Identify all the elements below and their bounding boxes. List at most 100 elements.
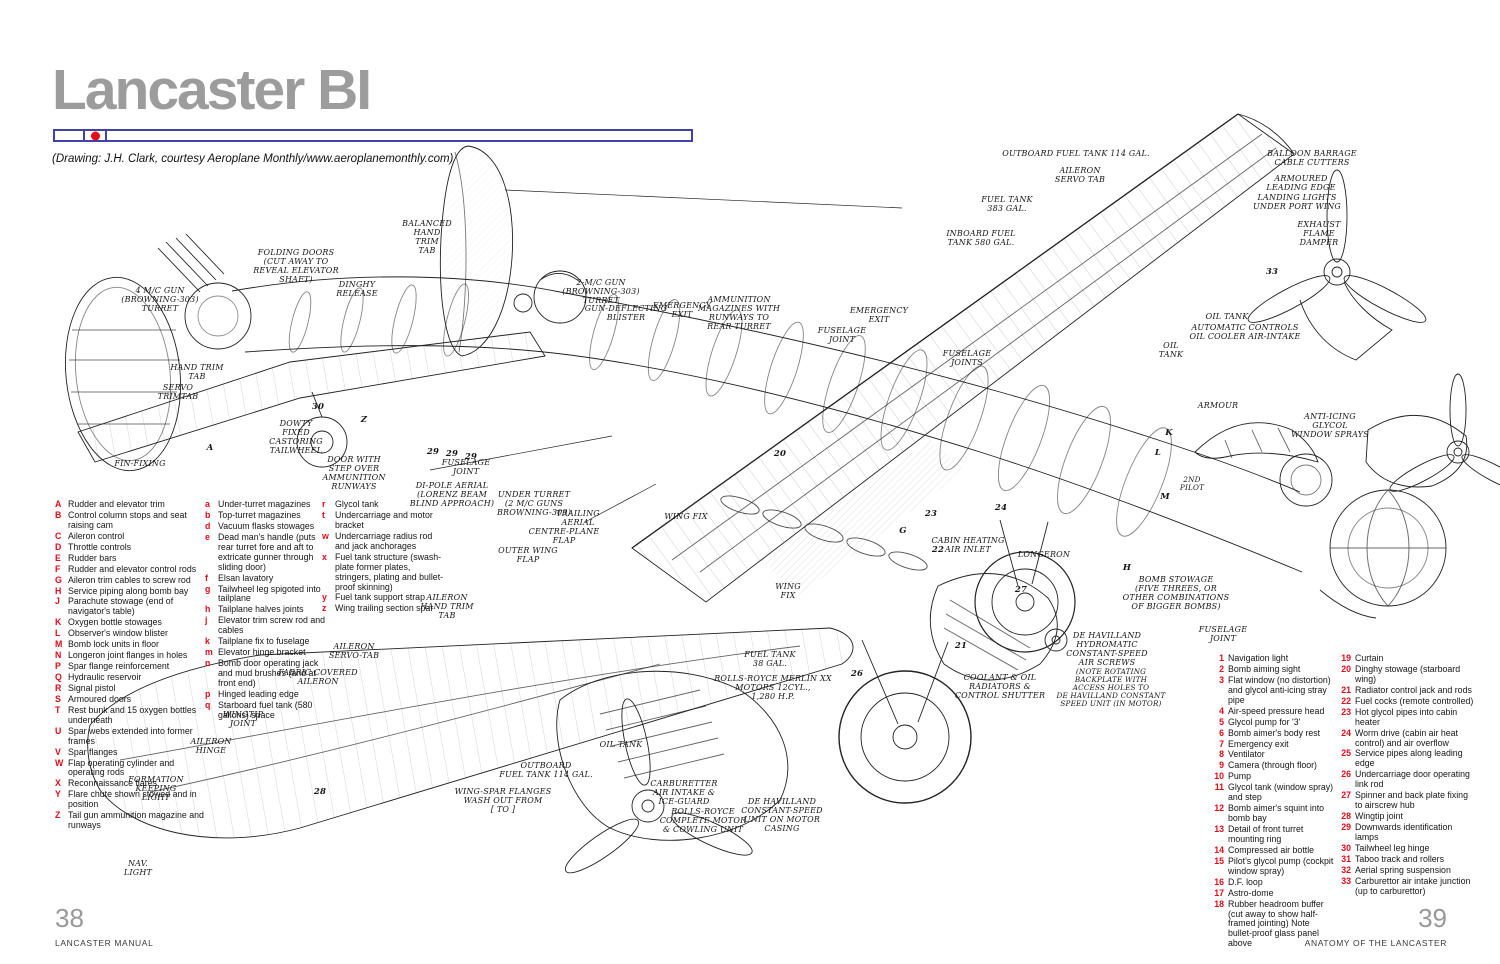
diagram-callout: 22 xyxy=(931,545,945,555)
rule-red-dot xyxy=(91,131,100,140)
legend-text: Spar webs extended into former frames xyxy=(68,725,193,746)
legend-key: G xyxy=(55,574,62,585)
legend-key: t xyxy=(322,509,325,520)
diagram-callout: DOOR WITH STEP OVER AMMUNITION RUNWAYS xyxy=(322,455,386,491)
legend-text: Signal pistol xyxy=(68,682,116,693)
legend-text: Pilot's glycol pump (cockpit window spra… xyxy=(1228,855,1334,876)
legend-key: 27 xyxy=(1341,790,1351,801)
legend-text: Spar flanges xyxy=(68,746,118,757)
legend-key: M xyxy=(55,639,63,650)
legend-text: Bomb door operating jack and mud brushes… xyxy=(218,658,319,688)
legend-key: 9 xyxy=(1219,760,1224,771)
legend-key: 10 xyxy=(1214,771,1224,782)
legend-key: 23 xyxy=(1341,706,1351,717)
legend-key: 2 xyxy=(1219,663,1224,674)
diagram-callout: FUEL TANK 383 GAL. xyxy=(981,195,1033,213)
diagram-callout: AUTOMATIC CONTROLS OIL COOLER AIR-INTAKE xyxy=(1189,323,1301,341)
legend-text: Flare chute shown stowed and in position xyxy=(68,789,197,810)
diagram-callout: FUEL TANK 38 GAL. xyxy=(744,650,796,668)
legend-key: 19 xyxy=(1341,653,1351,663)
diagram-callout: DE HAVILLAND HYDROMATIC CONSTANT-SPEED A… xyxy=(1066,631,1148,667)
diagram-callout: AILERON HINGE xyxy=(190,737,232,755)
legend-key: 15 xyxy=(1214,855,1224,866)
legend-key: d xyxy=(205,520,211,531)
legend-key: 7 xyxy=(1219,738,1224,749)
diagram-callout: 23 xyxy=(924,509,938,519)
legend-key: C xyxy=(55,530,62,541)
diagram-callout: BALANCED HAND TRIM TAB xyxy=(402,219,452,255)
legend-text: Service piping along bomb bay xyxy=(68,585,189,596)
diagram-callout: WING FIX xyxy=(664,512,708,521)
diagram-callout: AMMUNITION MAGAZINES WITH RUNWAYS TO REA… xyxy=(697,295,781,331)
diagram-callout: ROLLS-ROYCE MERLIN XX MOTORS 12CYL., 1,2… xyxy=(714,674,832,701)
diagram-callout: CENTRE-PLANE FLAP xyxy=(528,527,600,545)
diagram-callout: CABIN HEATING AIR INLET xyxy=(931,536,1005,554)
page-title: Lancaster BI xyxy=(52,58,372,122)
legend-text: Dinghy stowage (starboard wing) xyxy=(1355,663,1461,684)
legend-text: Vacuum flasks stowages xyxy=(218,520,315,531)
diagram-callout: DOWTY FIXED CASTORING TAILWHEEL xyxy=(269,419,323,455)
legend-key: 28 xyxy=(1341,811,1351,822)
legend-key: H xyxy=(55,585,62,596)
legend-text: Elsan lavatory xyxy=(218,572,274,583)
legend-text: Bomb aimer's squint into bomb bay xyxy=(1228,803,1325,824)
legend-key: 11 xyxy=(1214,782,1224,793)
diagram-callout: Z xyxy=(360,415,368,425)
legend-text: Throttle controls xyxy=(68,541,132,552)
legend-key: 31 xyxy=(1341,853,1351,864)
diagram-callout: WINGTIP JOINT xyxy=(222,710,264,728)
legend-key: X xyxy=(55,778,61,789)
page-number-left: 38 xyxy=(55,903,84,933)
diagram-callout: NAV. LIGHT xyxy=(123,859,153,877)
legend-key: D xyxy=(55,541,62,552)
legend-text: Undercarriage door operating link rod xyxy=(1355,769,1470,790)
diagram-callout: DINGHY RELEASE xyxy=(336,280,378,298)
diagram-callout: 21 xyxy=(954,641,968,651)
diagram-callout: OUTER WING FLAP xyxy=(498,546,558,564)
legend-key: j xyxy=(205,615,208,626)
legend-item: D Throttle controls xyxy=(55,541,207,553)
legend-key: P xyxy=(55,661,61,672)
title-rule xyxy=(53,129,693,142)
legend-text: Observer's window blister xyxy=(68,628,168,639)
page-label-right: ANATOMY OF THE LANCASTER xyxy=(1304,938,1447,948)
legend-key: Z xyxy=(55,810,61,821)
diagram-callout: 30 xyxy=(311,402,325,412)
legend-text: Armoured doors xyxy=(68,693,132,704)
legend-text: Rest bunk and 15 oxygen bottles undernea… xyxy=(68,704,197,725)
diagram-callout: FIN-FIXING xyxy=(114,459,166,468)
legend-text: Service pipes along leading edge xyxy=(1355,748,1463,769)
legend-text: Reconnaissance flares xyxy=(68,778,157,789)
legend-text: Tailplane fix to fuselage xyxy=(218,636,310,647)
legend-key: 8 xyxy=(1219,749,1224,760)
rule-tick xyxy=(83,129,85,142)
legend-text: Glycol pump for '3' xyxy=(1228,716,1301,727)
legend-text: Compressed air bottle xyxy=(1228,844,1315,855)
